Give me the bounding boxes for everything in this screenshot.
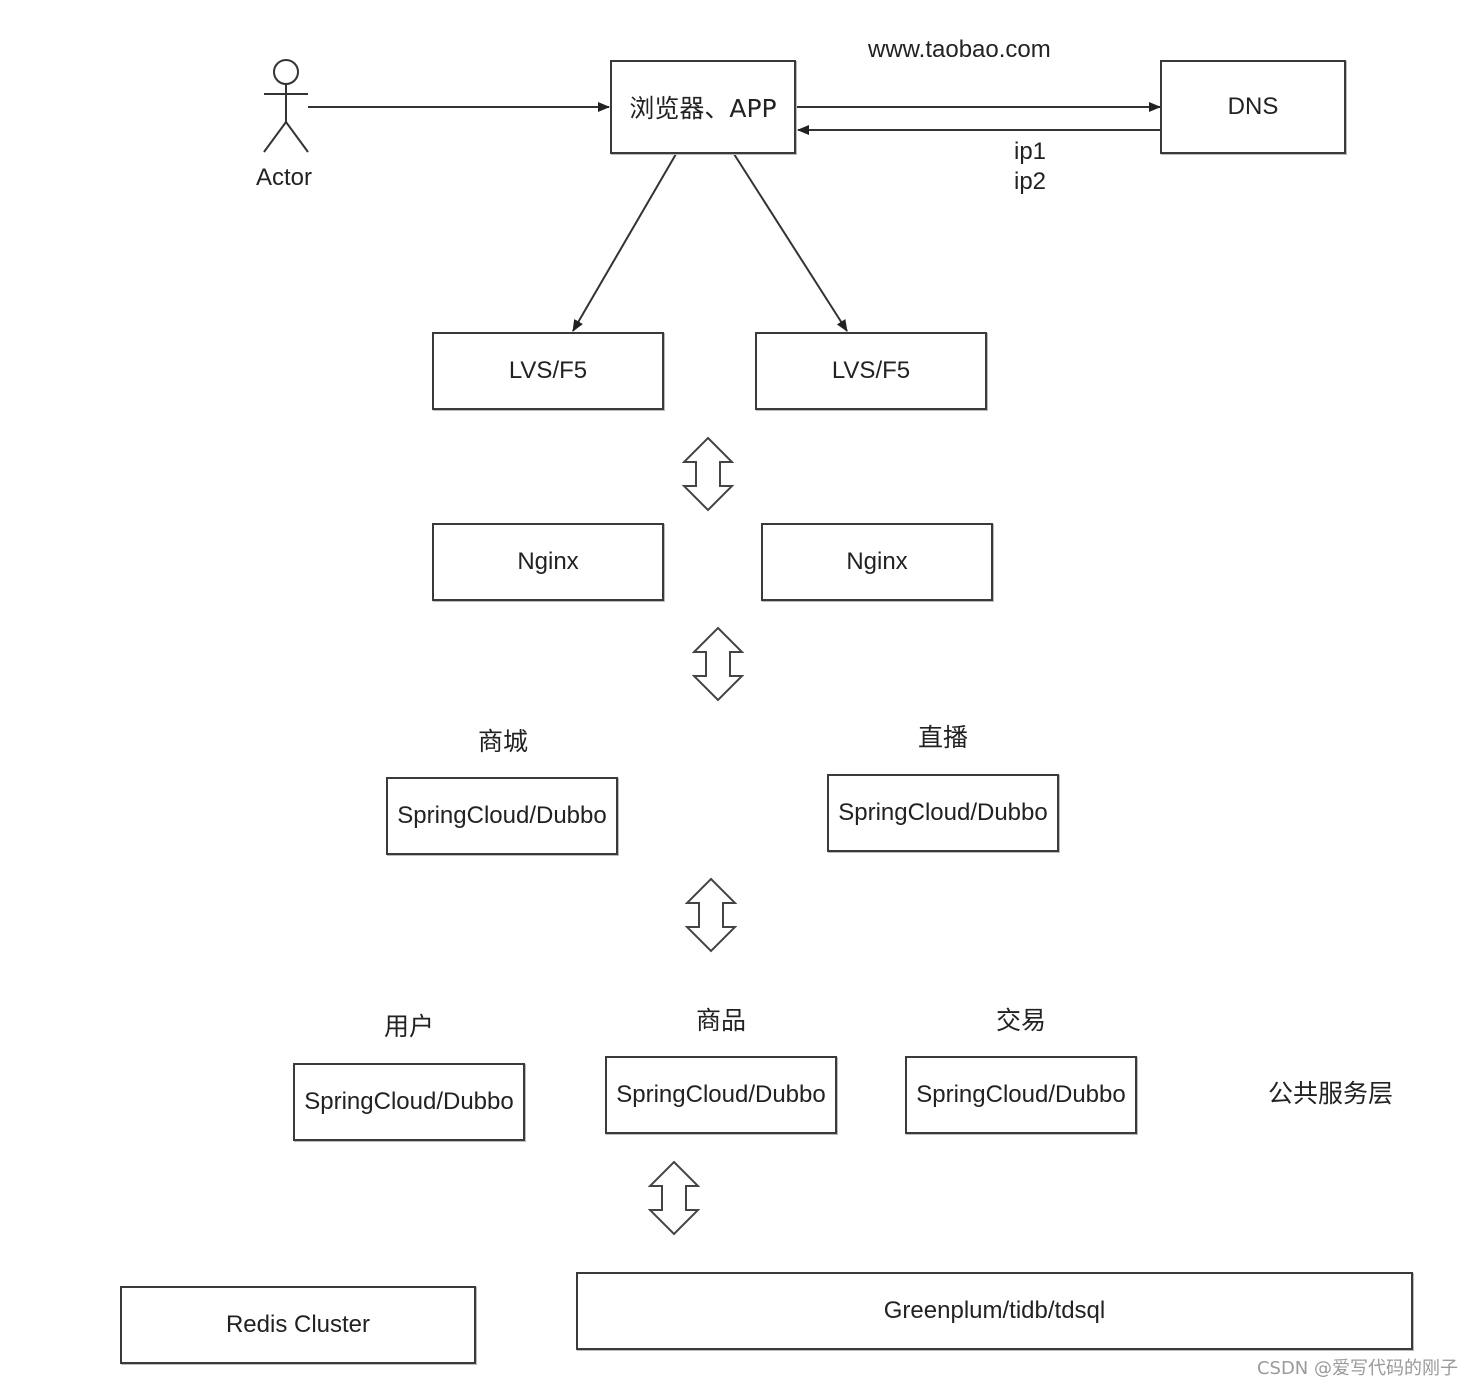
bidirectional-arrow-icon (648, 1160, 700, 1236)
database-label: Greenplum/tidb/tdsql (883, 1297, 1106, 1324)
common-layer-label: 公共服务层 (1268, 1079, 1394, 1108)
goods-service-label: SpringCloud/Dubbo (616, 1081, 826, 1108)
lvs-label-1: LVS/F5 (508, 357, 588, 384)
database-box: Greenplum/tidb/tdsql (576, 1272, 1413, 1350)
trade-service-label: SpringCloud/Dubbo (916, 1081, 1126, 1108)
trade-title: 交易 (996, 1006, 1047, 1035)
nginx-label-2: Nginx (846, 548, 908, 575)
user-service-box: SpringCloud/Dubbo (293, 1063, 525, 1141)
goods-service-box: SpringCloud/Dubbo (605, 1056, 837, 1134)
browser-to-lvs2-arrow (733, 153, 848, 332)
dns-label: DNS (1227, 93, 1279, 120)
redis-cluster-box: Redis Cluster (120, 1286, 476, 1364)
actor-label: Actor (256, 164, 313, 191)
live-service-box: SpringCloud/Dubbo (827, 774, 1059, 852)
live-title: 直播 (918, 723, 969, 752)
nginx-box-2: Nginx (761, 523, 993, 601)
goods-title: 商品 (696, 1006, 747, 1035)
bidirectional-arrow-icon (685, 877, 737, 953)
mall-service-label: SpringCloud/Dubbo (397, 802, 607, 829)
browser-app-box: 浏览器、APP (610, 60, 796, 154)
actor-figure (263, 59, 309, 153)
trade-service-box: SpringCloud/Dubbo (905, 1056, 1137, 1134)
nginx-label-1: Nginx (517, 548, 579, 575)
lvs-box-1: LVS/F5 (432, 332, 664, 410)
live-service-label: SpringCloud/Dubbo (838, 799, 1048, 826)
domain-label: www.taobao.com (868, 36, 1051, 63)
mall-title: 商城 (478, 727, 529, 756)
user-title: 用户 (384, 1012, 435, 1041)
browser-app-label: 浏览器、APP (629, 94, 777, 123)
bidirectional-arrow-icon (692, 626, 744, 702)
ip2-label: ip2 (1014, 168, 1047, 195)
browser-to-lvs1-arrow (572, 153, 677, 332)
ip1-label: ip1 (1014, 138, 1047, 165)
user-service-label: SpringCloud/Dubbo (304, 1088, 514, 1115)
bidirectional-arrow-icon (682, 436, 734, 512)
mall-service-box: SpringCloud/Dubbo (386, 777, 618, 855)
redis-cluster-label: Redis Cluster (225, 1311, 371, 1338)
watermark: CSDN @爱写代码的刚子 (1256, 1358, 1458, 1379)
lvs-label-2: LVS/F5 (831, 357, 911, 384)
nginx-box-1: Nginx (432, 523, 664, 601)
lvs-box-2: LVS/F5 (755, 332, 987, 410)
dns-box: DNS (1160, 60, 1346, 154)
